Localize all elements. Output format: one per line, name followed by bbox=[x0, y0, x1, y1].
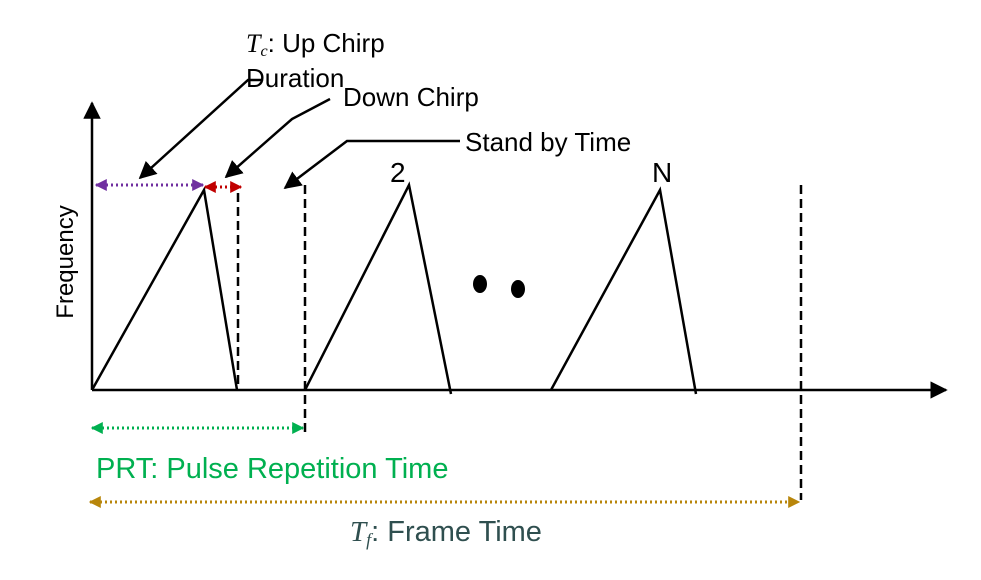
up-chirp-label: Tc: Up Chirp bbox=[246, 30, 385, 60]
frame-time-label: Tf: Frame Time bbox=[350, 516, 542, 550]
y-axis-label: Frequency bbox=[52, 205, 79, 319]
tc-symbol: T bbox=[246, 29, 261, 58]
chirp-2-label: 2 bbox=[390, 157, 406, 188]
ellipsis-dot-2 bbox=[511, 280, 525, 298]
duration-label: Duration bbox=[246, 63, 345, 93]
down-chirp-label: Down Chirp bbox=[343, 82, 479, 112]
tf-symbol: T bbox=[350, 516, 367, 548]
standby-pointer bbox=[283, 139, 460, 190]
down-chirp-pointer bbox=[224, 97, 331, 179]
tc-subscript: c bbox=[260, 43, 268, 61]
chirp-n bbox=[549, 186, 698, 395]
standby-label: Stand by Time bbox=[465, 127, 632, 157]
tf-text: : Frame Time bbox=[371, 516, 542, 548]
chirp-2 bbox=[303, 181, 453, 395]
prt-label: PRT: Pulse Repetition Time bbox=[96, 453, 449, 485]
chirp-n-label: N bbox=[652, 157, 673, 188]
ellipsis-dot-1 bbox=[473, 275, 487, 293]
chirp-1 bbox=[90, 186, 239, 391]
tf-subscript: f bbox=[366, 529, 372, 550]
up-chirp-pointer bbox=[138, 78, 262, 180]
tc-text: : Up Chirp bbox=[267, 28, 385, 58]
